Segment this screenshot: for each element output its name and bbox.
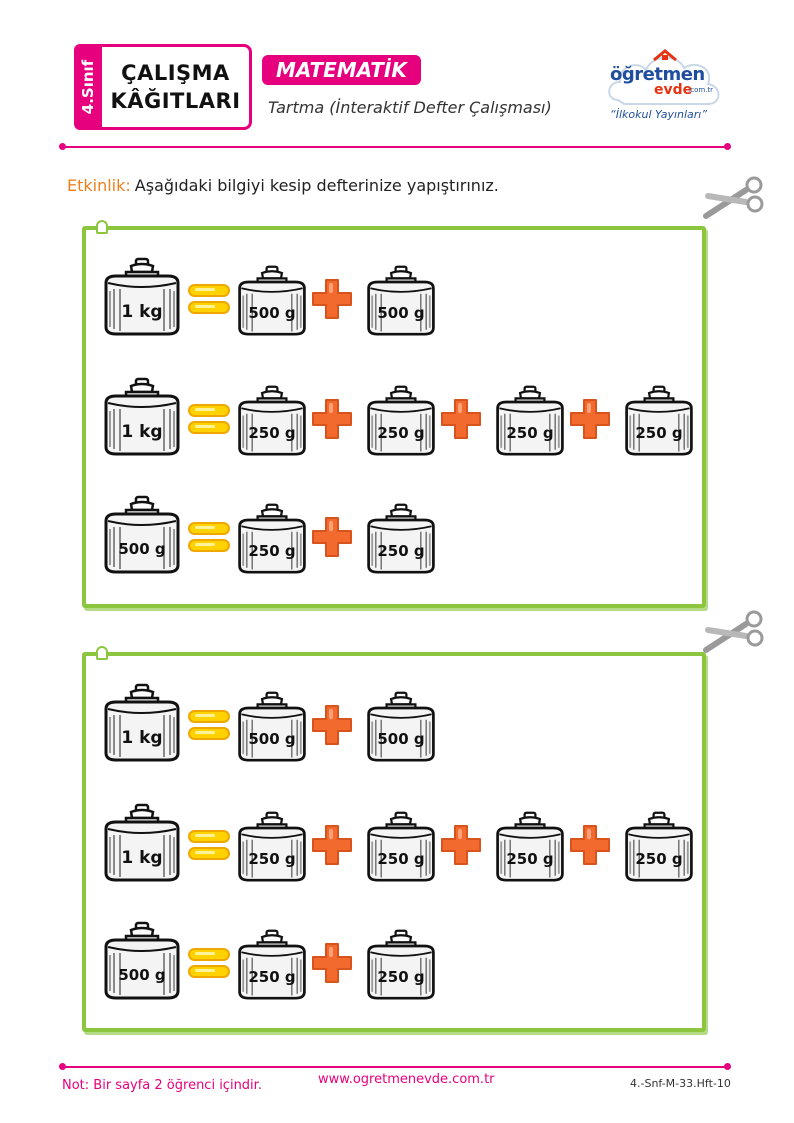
- plus-icon: [438, 396, 484, 442]
- weight-small: 250 g: [494, 382, 566, 458]
- equals-icon: [186, 518, 232, 556]
- weight-label: 250 g: [248, 542, 296, 560]
- title-line-1: ÇALIŞMA: [121, 61, 230, 85]
- plus-icon: [309, 514, 355, 560]
- weight-label: 500 g: [118, 540, 166, 558]
- header-divider: [59, 143, 731, 150]
- weight-label: 500 g: [377, 304, 425, 322]
- weight-small: 250 g: [623, 808, 695, 884]
- weight-label: 250 g: [248, 850, 296, 868]
- equation-row: 1 kg 250 g 250 g 250 g: [102, 800, 695, 895]
- equation-row: 1 kg 500 g 500 g: [102, 254, 692, 349]
- plus-icon: [309, 940, 355, 986]
- weight-label: 1 kg: [121, 848, 163, 868]
- weight-small: 250 g: [623, 382, 695, 458]
- weight-small: 250 g: [365, 382, 437, 458]
- weight-label: 250 g: [635, 424, 683, 442]
- plus-icon: [309, 822, 355, 868]
- equation-row: 1 kg 250 g 250 g 250 g: [102, 374, 695, 469]
- equation-row: 1 kg 500 g 500 g: [102, 680, 692, 775]
- weight-label: 500 g: [248, 730, 296, 748]
- weight-label: 250 g: [377, 542, 425, 560]
- footer-page-code: 4.-Snf-M-33.Hft-10: [630, 1077, 731, 1090]
- pin-icon: [96, 646, 108, 660]
- logo-domain-text: .com.tr: [688, 86, 714, 94]
- cutout-panel-1: 1 kg 500 g 500 g 1 kg: [82, 226, 706, 608]
- activity-label: Etkinlik:: [67, 176, 131, 195]
- weight-label: 250 g: [248, 424, 296, 442]
- logo-tagline: “İlkokul Yayınları”: [610, 108, 708, 121]
- weight-large: 1 kg: [102, 374, 182, 458]
- weight-label: 250 g: [506, 424, 554, 442]
- weight-label: 1 kg: [121, 422, 163, 442]
- weight-label: 250 g: [377, 968, 425, 986]
- weight-label: 500 g: [248, 304, 296, 322]
- weight-small: 500 g: [236, 262, 308, 338]
- weight-label: 1 kg: [121, 302, 163, 322]
- scissors-icon: [702, 610, 766, 653]
- plus-icon: [567, 822, 613, 868]
- plus-icon: [309, 396, 355, 442]
- worksheet-subtitle: Tartma (İnteraktif Defter Çalışması): [268, 98, 552, 117]
- weight-large: 500 g: [102, 918, 182, 1002]
- plus-icon: [567, 396, 613, 442]
- weight-small: 250 g: [236, 500, 308, 576]
- subject-badge: MATEMATİK: [262, 55, 421, 85]
- weight-large: 1 kg: [102, 800, 182, 884]
- plus-icon: [309, 276, 355, 322]
- weight-label: 250 g: [506, 850, 554, 868]
- equation-row: 500 g 250 g 250 g: [102, 918, 692, 1013]
- logo-sub-text: evde: [654, 82, 693, 98]
- logo-main-text: öğretmen: [610, 64, 705, 85]
- publisher-logo: öğretmen evde .com.tr “İlkokul Yayınları…: [604, 46, 726, 132]
- pin-icon: [96, 220, 108, 234]
- weight-small: 250 g: [236, 382, 308, 458]
- weight-label: 250 g: [377, 424, 425, 442]
- weight-small: 250 g: [236, 808, 308, 884]
- weight-label: 500 g: [377, 730, 425, 748]
- equals-icon: [186, 400, 232, 438]
- equation-row: 500 g 250 g 250 g: [102, 492, 692, 587]
- weight-large: 1 kg: [102, 254, 182, 338]
- scissors-icon: [702, 176, 766, 219]
- equals-icon: [186, 280, 232, 318]
- weight-small: 250 g: [365, 500, 437, 576]
- plus-icon: [309, 702, 355, 748]
- weight-label: 250 g: [248, 968, 296, 986]
- weight-small: 500 g: [365, 688, 437, 764]
- equals-icon: [186, 826, 232, 864]
- worksheet-title: ÇALIŞMA KÂĞITLARI: [102, 44, 252, 130]
- cutout-panel-2: 1 kg 500 g 500 g 1 kg: [82, 652, 706, 1032]
- weight-small: 250 g: [365, 926, 437, 1002]
- weight-small: 500 g: [365, 262, 437, 338]
- grade-label: 4.Sınıf: [79, 59, 97, 115]
- plus-icon: [438, 822, 484, 868]
- weight-small: 250 g: [494, 808, 566, 884]
- weight-small: 250 g: [365, 808, 437, 884]
- weight-large: 1 kg: [102, 680, 182, 764]
- footer-website-link[interactable]: www.ogretmenevde.com.tr: [318, 1072, 495, 1087]
- title-line-2: KÂĞITLARI: [110, 89, 241, 113]
- weight-label: 250 g: [377, 850, 425, 868]
- footer-divider: [59, 1063, 731, 1070]
- weight-small: 250 g: [236, 926, 308, 1002]
- weight-small: 500 g: [236, 688, 308, 764]
- equals-icon: [186, 944, 232, 982]
- weight-large: 500 g: [102, 492, 182, 576]
- activity-text: Aşağıdaki bilgiyi kesip defterinize yapı…: [134, 176, 499, 195]
- grade-tab: [74, 44, 102, 130]
- weight-label: 500 g: [118, 966, 166, 984]
- logo-cloud-icon: [608, 49, 720, 105]
- weight-label: 1 kg: [121, 728, 163, 748]
- footer-note: Not: Bir sayfa 2 öğrenci içindir.: [62, 1078, 262, 1093]
- weight-label: 250 g: [635, 850, 683, 868]
- equals-icon: [186, 706, 232, 744]
- activity-instruction: Etkinlik:Aşağıdaki bilgiyi kesip defteri…: [67, 176, 499, 195]
